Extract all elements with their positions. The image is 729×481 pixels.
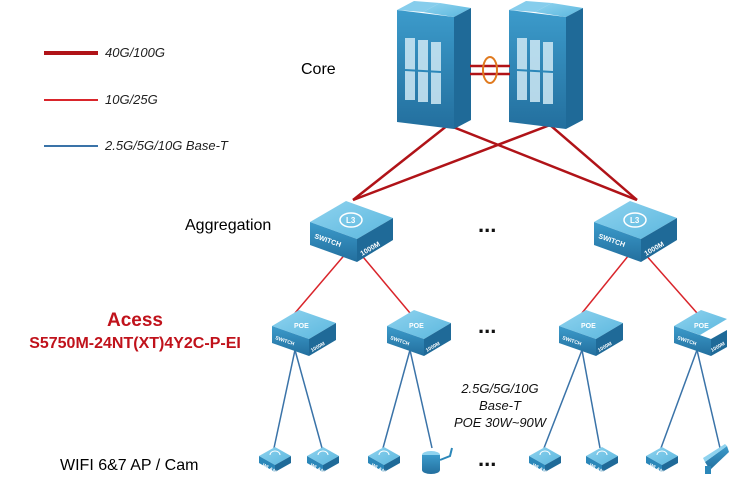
aggregation-switch-2: L3 SWITCH 1000M xyxy=(594,201,677,262)
link-core2-agg1 xyxy=(352,123,551,202)
access-point-6: WLAN xyxy=(646,447,678,475)
access-point-3: WLAN xyxy=(368,447,400,475)
link-access2-cam1 xyxy=(409,349,433,449)
tier-label-aggregation: Aggregation xyxy=(185,217,271,234)
core-stack-link xyxy=(470,56,510,84)
stack-ring-icon xyxy=(482,56,498,84)
core-switch-1 xyxy=(397,1,471,129)
access-model-label: S5750M-24NT(XT)4Y2C-P-EI xyxy=(29,335,241,352)
access-switch-1: POE SWITCH 1000M xyxy=(272,310,336,356)
tier-label-access: Acess xyxy=(107,310,163,331)
agg1-l3-label: L3 xyxy=(346,216,356,225)
link-core1-agg2 xyxy=(447,123,638,202)
access-point-5: WLAN xyxy=(586,447,618,475)
access2-poe-label: POE xyxy=(409,323,424,330)
access-point-1: WLAN xyxy=(259,447,291,475)
legend-item-10g-25g: 10G/25G xyxy=(44,92,158,107)
annotation-line-3: POE 30W~90W xyxy=(454,415,548,430)
core-aggregation-links xyxy=(352,123,638,202)
link-access3-ap4 xyxy=(543,349,583,449)
legend-item-base-t: 2.5G/5G/10G Base-T xyxy=(44,138,229,153)
annotation-line-1: 2.5G/5G/10G xyxy=(460,381,538,396)
aggregation-switch-1: L3 SWITCH 1000M xyxy=(310,201,393,262)
tier-label-endpoints: WIFI 6&7 AP / Cam xyxy=(60,457,198,474)
access4-poe-label: POE xyxy=(694,323,709,330)
link-access4-ap6 xyxy=(660,349,698,449)
access-switch-2: POE SWITCH 1000M xyxy=(387,310,451,356)
access-switch-4: POE SWITCH 1000M xyxy=(674,310,727,356)
ellipsis-aggregation: ... xyxy=(478,212,496,237)
link-core1-agg1 xyxy=(352,124,449,201)
access1-poe-label: POE xyxy=(294,323,309,330)
link-access4-cam2 xyxy=(696,349,721,449)
access3-poe-label: POE xyxy=(581,323,596,330)
link-access2-ap3 xyxy=(382,349,411,449)
legend-item-40g-100g: 40G/100G xyxy=(44,45,165,60)
base-t-poe-annotation: 2.5G/5G/10G Base-T POE 30W~90W xyxy=(454,381,548,430)
access-point-4: WLAN xyxy=(529,447,561,475)
tier-label-core: Core xyxy=(301,61,336,78)
link-access3-ap5 xyxy=(581,349,601,449)
access-switch-3: POE SWITCH 1000M xyxy=(559,310,623,356)
ellipsis-access: ... xyxy=(478,313,496,338)
legend: 40G/100G 10G/25G 2.5G/5G/10G Base-T xyxy=(44,45,229,153)
core-switch-2 xyxy=(509,1,583,129)
camera-2 xyxy=(703,444,729,474)
access-point-2: WLAN xyxy=(307,447,339,475)
link-core2-agg2 xyxy=(549,124,638,201)
legend-label-base-t: 2.5G/5G/10G Base-T xyxy=(104,138,229,153)
link-access1-ap1 xyxy=(273,349,296,449)
ellipsis-endpoints: ... xyxy=(478,446,496,471)
agg2-l3-label: L3 xyxy=(630,216,640,225)
camera-1 xyxy=(422,447,453,474)
link-access1-ap2 xyxy=(294,349,323,449)
access-endpoint-links xyxy=(273,349,721,449)
annotation-line-2: Base-T xyxy=(479,398,522,413)
legend-label-10g-25g: 10G/25G xyxy=(105,92,158,107)
legend-label-40g-100g: 40G/100G xyxy=(105,45,165,60)
